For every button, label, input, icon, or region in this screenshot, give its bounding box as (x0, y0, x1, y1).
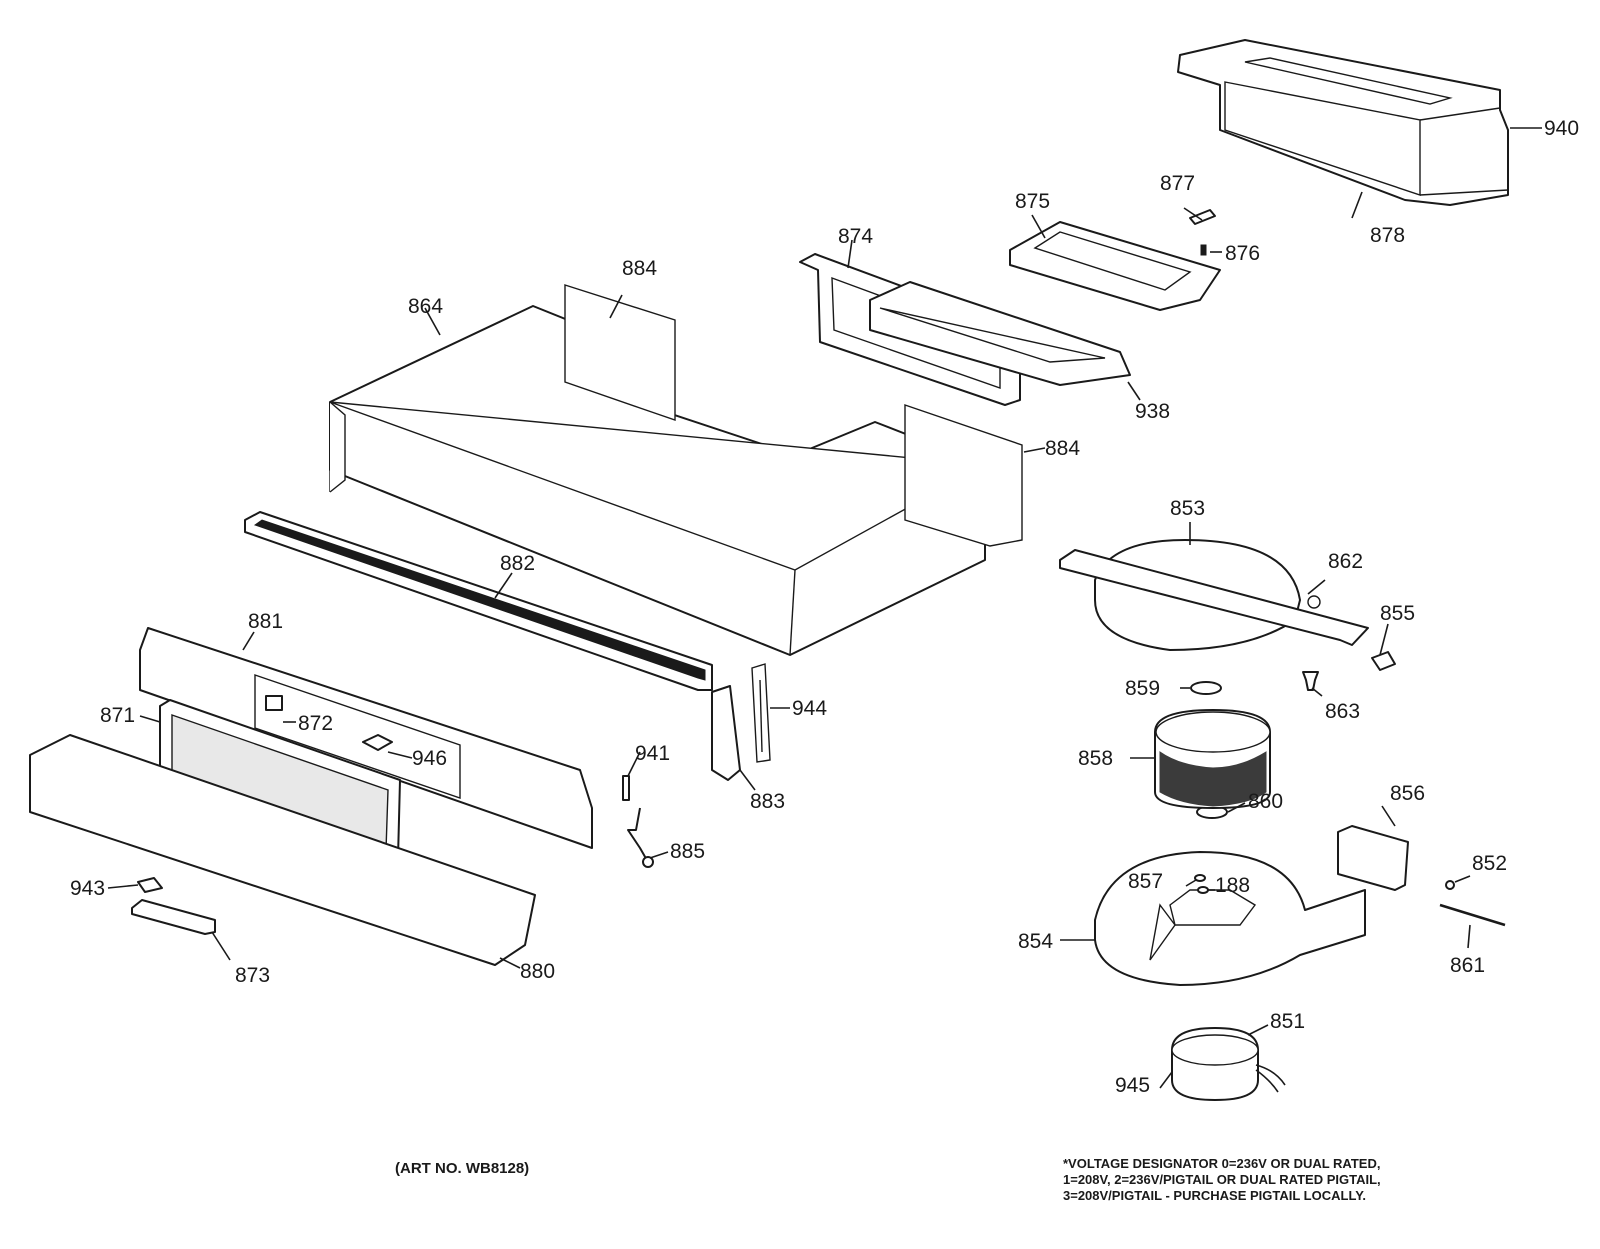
callout-873: 873 (235, 964, 270, 987)
callout-853: 853 (1170, 497, 1205, 520)
callout-860: 860 (1248, 790, 1283, 813)
callout-880: 880 (520, 960, 555, 983)
part-856-shield (1337, 825, 1409, 891)
part-885-lever (627, 807, 654, 868)
voltage-note-line: *VOLTAGE DESIGNATOR 0=236V OR DUAL RATED… (1063, 1156, 1381, 1171)
callout-872: 872 (298, 712, 333, 735)
part-882-trim-strip (244, 511, 713, 691)
part-864-cabinet (329, 284, 1023, 656)
callout-861: 861 (1450, 954, 1485, 977)
callout-941: 941 (635, 742, 670, 765)
part-854-blower-housing (1094, 851, 1366, 986)
callout-858: 858 (1078, 747, 1113, 770)
part-857-nut (1194, 874, 1206, 882)
part-855-clip (1371, 651, 1396, 671)
callout-863: 863 (1325, 700, 1360, 723)
callout-885: 885 (670, 840, 705, 863)
callout-862: 862 (1328, 550, 1363, 573)
callout-938: 938 (1135, 400, 1170, 423)
part-883-side-trim (711, 685, 741, 781)
callout-878: 878 (1370, 224, 1405, 247)
callout-labels: 940 878 877 876 875 874 938 884 884 864 … (70, 117, 1579, 1097)
callout-855: 855 (1380, 602, 1415, 625)
part-938-channel (869, 281, 1131, 386)
voltage-note: *VOLTAGE DESIGNATOR 0=236V OR DUAL RATED… (1063, 1156, 1563, 1204)
part-852-screw (1445, 880, 1455, 890)
callout-946: 946 (412, 747, 447, 770)
part-872-knob (265, 695, 283, 711)
callout-854: 854 (1018, 930, 1053, 953)
callout-877: 877 (1160, 172, 1195, 195)
part-876-screw (1200, 244, 1207, 256)
part-859-washer (1190, 681, 1222, 695)
part-943-clip (137, 877, 163, 893)
voltage-note-line: 1=208V, 2=236V/PIGTAIL OR DUAL RATED PIG… (1063, 1172, 1381, 1187)
part-877-clip (1189, 209, 1216, 225)
art-number: (ART NO. WB8128) (395, 1160, 530, 1177)
part-851-motor (1171, 1027, 1286, 1101)
callout-944: 944 (792, 697, 827, 720)
callout-856: 856 (1390, 782, 1425, 805)
callout-943: 943 (70, 877, 105, 900)
part-881-control-panel (139, 627, 593, 849)
part-863-screw (1302, 671, 1319, 691)
callout-188: 188 (1215, 874, 1250, 897)
callout-881: 881 (248, 610, 283, 633)
part-880-front-cover (29, 734, 536, 966)
part-875-bracket (1009, 221, 1221, 311)
part-941-spring (622, 775, 630, 801)
callout-857: 857 (1128, 870, 1163, 893)
leader-lines (107, 127, 1542, 1089)
callout-884-side: 884 (1045, 437, 1080, 460)
callout-884-top: 884 (622, 257, 657, 280)
callout-852: 852 (1472, 852, 1507, 875)
callout-945: 945 (1115, 1074, 1150, 1097)
callout-940: 940 (1544, 117, 1579, 140)
part-946-tab (362, 734, 393, 751)
part-188-washer (1197, 886, 1209, 894)
callout-859: 859 (1125, 677, 1160, 700)
voltage-note-line: 3=208V/PIGTAIL - PURCHASE PIGTAIL LOCALL… (1063, 1188, 1367, 1203)
callout-882: 882 (500, 552, 535, 575)
part-940-duct-housing (1177, 39, 1509, 206)
callout-864: 864 (408, 295, 443, 318)
callout-851: 851 (1270, 1010, 1305, 1033)
part-873-handle (131, 899, 216, 935)
callout-876: 876 (1225, 242, 1260, 265)
part-862-bracket (1059, 549, 1369, 646)
callout-875: 875 (1015, 190, 1050, 213)
callout-883: 883 (750, 790, 785, 813)
part-944-bracket (751, 663, 771, 763)
part-858-blower-wheel (1154, 709, 1271, 809)
callout-871: 871 (100, 704, 135, 727)
callout-874: 874 (838, 225, 873, 248)
part-861-rod (1439, 903, 1506, 927)
